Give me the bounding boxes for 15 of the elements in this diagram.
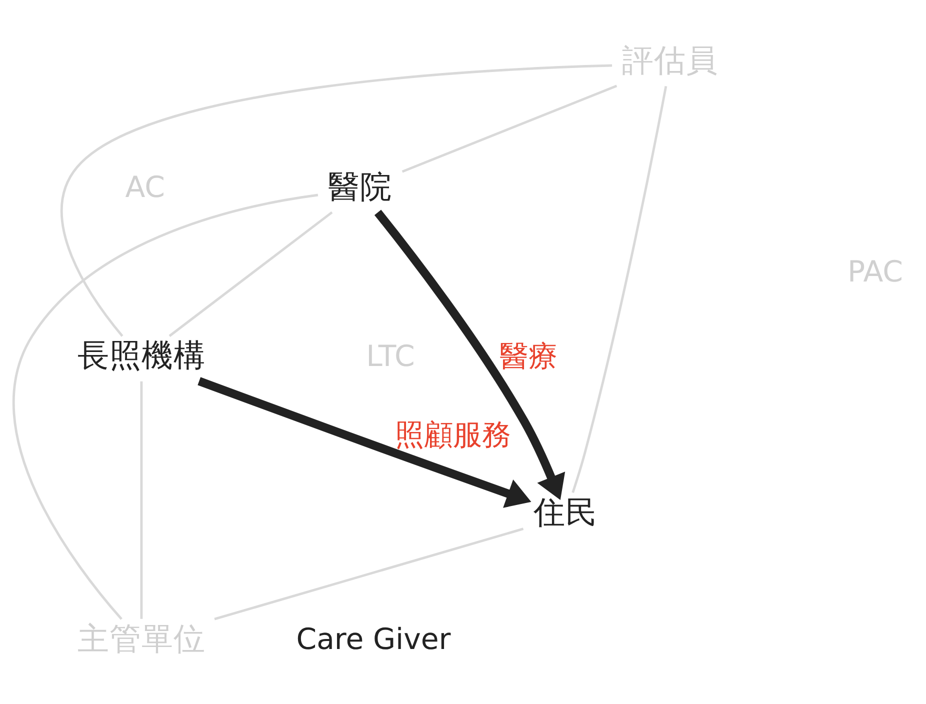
edge-label: 照顧服務 [395, 416, 512, 451]
connector [12, 193, 318, 620]
arrow [374, 209, 566, 500]
node-text: 長照機構 [77, 338, 206, 374]
arrow [198, 376, 532, 508]
node-text: 住民 [533, 494, 598, 530]
label: Care Giver [296, 622, 451, 656]
connector [168, 210, 333, 336]
connector [214, 527, 524, 620]
node-text: 醫院 [328, 168, 392, 205]
edge-label: 醫療 [499, 338, 558, 373]
connector [140, 380, 143, 618]
connector [572, 85, 668, 493]
connector [60, 64, 612, 336]
connector [402, 84, 618, 172]
